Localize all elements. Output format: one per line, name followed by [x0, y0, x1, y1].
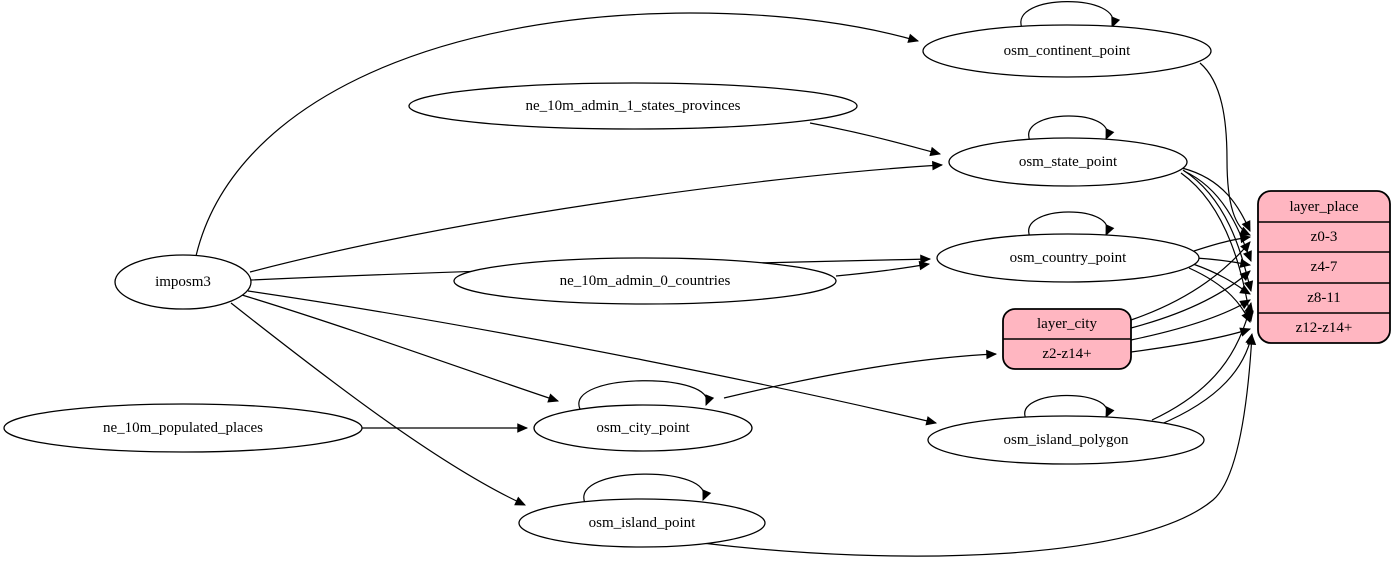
- node-imposm3: imposm3: [114, 254, 252, 310]
- record-layer_city: layer_city z2-z14+: [1002, 308, 1132, 370]
- osm_country_point-label: osm_country_point: [1010, 250, 1127, 266]
- edge-self-osm_continent_point: [1020, 1, 1121, 29]
- edge-ne_10m_admin_0_countries-osm_country_point: [835, 260, 931, 277]
- layer_place-row-z12-z14: z12-z14+: [1296, 320, 1353, 336]
- layer_city-title: layer_city: [1037, 316, 1097, 332]
- ne_10m_admin_0_countries-label: ne_10m_admin_0_countries: [560, 273, 731, 289]
- edge-osm_city_point-layer_city.z2-z14+: [723, 349, 998, 399]
- edge-imposm3-osm_continent_point: [195, 12, 920, 257]
- edge-osm_island_polygon-layer_place.z8-11: [1151, 301, 1254, 421]
- node-ne_10m_populated_places: ne_10m_populated_places: [3, 403, 363, 453]
- node-ne_10m_admin_0_countries: ne_10m_admin_0_countries: [453, 257, 837, 305]
- edge-layer_city-layer_place.z12-z14+: [1130, 327, 1252, 353]
- osm_island_point-label: osm_island_point: [589, 515, 697, 531]
- node-osm_continent_point: osm_continent_point: [922, 24, 1212, 78]
- edge-self-osm_island_polygon: [1024, 394, 1115, 420]
- layer_place-row-z0-3: z0-3: [1311, 229, 1338, 245]
- imposm3-ellipse: [114, 254, 252, 310]
- node-osm_state_point: osm_state_point: [948, 137, 1188, 187]
- edge-layer_city-layer_place.z4-7: [1130, 270, 1251, 329]
- osm_continent_point-ellipse: [922, 24, 1212, 78]
- edge-imposm3-osm_state_point: [249, 160, 944, 273]
- layer_place-row-z8-11: z8-11: [1307, 290, 1341, 306]
- edge-self-osm_island_point: [583, 473, 712, 504]
- edge-osm_country_point-layer_place.z0-3: [1190, 233, 1252, 253]
- layer_place-row-z4-7: z4-7: [1311, 259, 1338, 275]
- edge-self-osm_state_point: [1028, 115, 1115, 142]
- edge-layer: [195, 1, 1257, 557]
- osm_continent_point-label: osm_continent_point: [1004, 43, 1131, 59]
- edge-osm_country_point-layer_place.z4-7: [1195, 257, 1252, 268]
- node-ne_10m_admin_1_states_provinces: ne_10m_admin_1_states_provinces: [408, 82, 858, 130]
- ne_10m_populated_places-label: ne_10m_populated_places: [103, 420, 263, 436]
- osm_state_point-label: osm_state_point: [1019, 154, 1118, 170]
- edge-osm_state_point-layer_place.z0-3: [1181, 167, 1251, 232]
- osm_city_point-ellipse: [533, 404, 753, 452]
- osm_country_point-ellipse: [936, 233, 1200, 283]
- edge-osm_country_point-layer_place.z8-11: [1192, 263, 1251, 295]
- ne_10m_admin_1_states_provinces-ellipse: [408, 82, 858, 130]
- edge-osm_island_polygon-layer_place.z12-z14+: [1158, 332, 1255, 426]
- edge-imposm3-osm_city_point: [241, 294, 560, 403]
- edge-layer_city-layer_place.z8-11: [1130, 299, 1251, 341]
- ne_10m_admin_1_states_provinces-label: ne_10m_admin_1_states_provinces: [526, 98, 741, 114]
- edge-self-osm_city_point: [578, 380, 715, 410]
- node-osm_city_point: osm_city_point: [533, 404, 753, 452]
- node-osm_island_polygon: osm_island_polygon: [927, 415, 1205, 465]
- layer_place-box: [1257, 190, 1391, 344]
- edge-layer_city-layer_place.z0-3: [1130, 241, 1251, 321]
- osm_city_point-label: osm_city_point: [596, 420, 690, 436]
- node-osm_island_point: osm_island_point: [518, 498, 766, 548]
- osm_state_point-ellipse: [948, 137, 1188, 187]
- ne_10m_populated_places-ellipse: [3, 403, 363, 453]
- osm_island_polygon-ellipse: [927, 415, 1205, 465]
- edge-osm_continent_point-layer_place.z0-3: [1199, 62, 1251, 236]
- node-osm_country_point: osm_country_point: [936, 233, 1200, 283]
- layer_city-row-z2-z14: z2-z14+: [1042, 346, 1091, 362]
- osm_island_polygon-label: osm_island_polygon: [1003, 432, 1129, 448]
- edge-self-osm_country_point: [1028, 211, 1115, 238]
- layer_place-title: layer_place: [1289, 199, 1358, 215]
- edge-imposm3-osm_island_point: [230, 302, 526, 506]
- edge-ne_10m_admin_1_states_provinces-osm_state_point: [809, 122, 942, 157]
- record-layer_place: layer_place z0-3 z4-7 z8-11 z12-z14+: [1257, 190, 1391, 344]
- ne_10m_admin_0_countries-ellipse: [453, 257, 837, 305]
- edge-osm_island_point-layer_place.z12-z14+: [701, 333, 1257, 557]
- osm_island_point-ellipse: [518, 498, 766, 548]
- edge-imposm3-osm_island_polygon: [247, 290, 938, 426]
- imposm3-label: imposm3: [155, 274, 211, 290]
